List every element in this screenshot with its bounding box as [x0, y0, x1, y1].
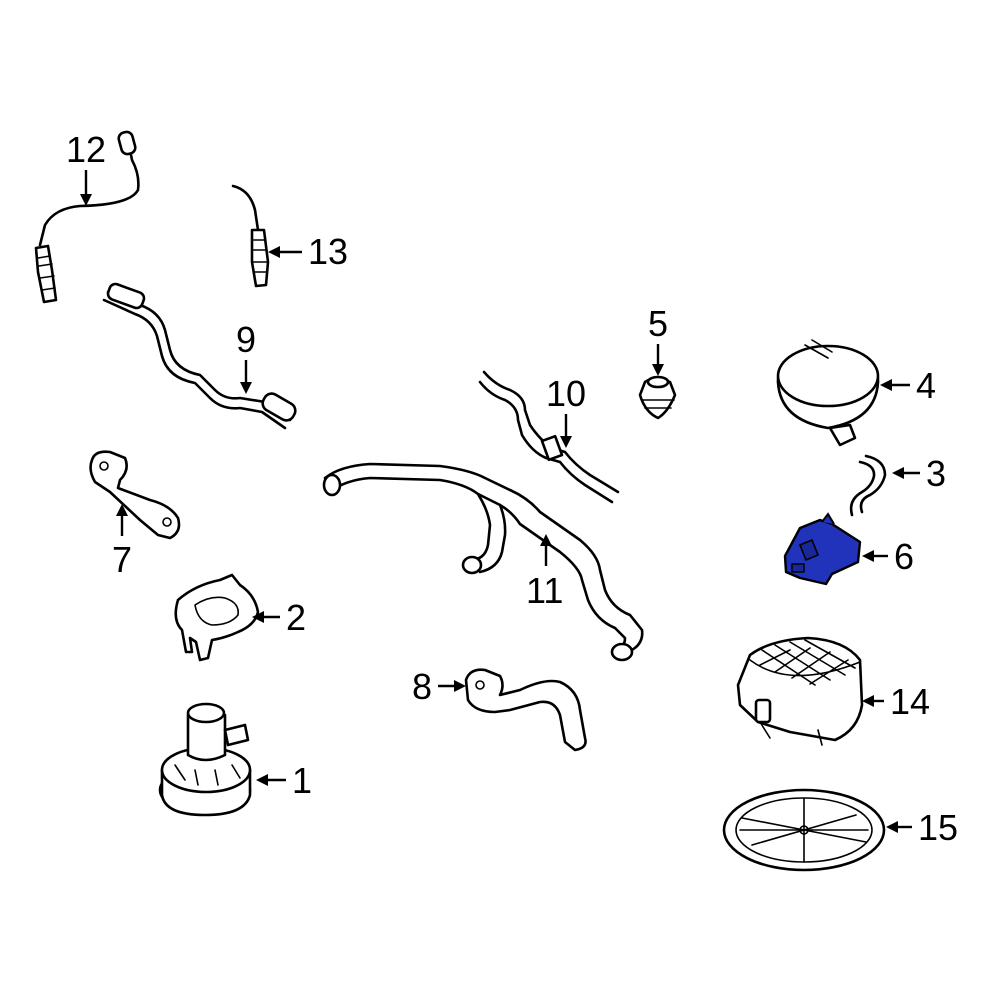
- callout-2-label: 2: [286, 597, 306, 638]
- part-11-hose[interactable]: [322, 462, 644, 662]
- callout-10: 10: [546, 373, 586, 448]
- part-3-hose[interactable]: [849, 454, 887, 517]
- part-2-gasket[interactable]: [174, 573, 260, 662]
- part-5-check-valve[interactable]: [638, 375, 677, 420]
- callout-13: 13: [268, 231, 348, 272]
- part-14-filter-housing[interactable]: [736, 636, 864, 746]
- callout-2: 2: [252, 597, 306, 638]
- callout-13-label: 13: [308, 231, 348, 272]
- part-6-bracket-highlighted[interactable]: [783, 512, 862, 586]
- callout-4: 4: [880, 365, 936, 406]
- callout-10-label: 10: [546, 373, 586, 414]
- callout-9-label: 9: [236, 319, 256, 360]
- callout-7: 7: [112, 504, 132, 580]
- callout-3-label: 3: [926, 453, 946, 494]
- callout-14-label: 14: [890, 681, 930, 722]
- part-6-body: [783, 518, 862, 586]
- part-15-filter-gasket[interactable]: [722, 788, 886, 872]
- callout-11-label: 11: [526, 570, 563, 611]
- callout-1-label: 1: [292, 760, 312, 801]
- callout-3: 3: [892, 453, 946, 494]
- callout-14: 14: [862, 681, 930, 722]
- part-10-hose[interactable]: [478, 370, 620, 504]
- callout-6-label: 6: [894, 536, 914, 577]
- callout-8: 8: [412, 666, 466, 707]
- callout-7-label: 7: [112, 539, 132, 580]
- part-9-air-pipe[interactable]: [102, 282, 298, 430]
- callout-5-label: 5: [648, 303, 668, 344]
- callout-12-label: 12: [66, 129, 106, 170]
- part-7-flange-pipe[interactable]: [89, 450, 181, 540]
- part-1-air-pump[interactable]: [158, 702, 252, 817]
- callout-6: 6: [862, 536, 914, 577]
- callout-15: 15: [886, 807, 958, 848]
- part-8-elbow-pipe[interactable]: [464, 668, 587, 752]
- callout-4-label: 4: [916, 365, 936, 406]
- callout-1: 1: [256, 760, 312, 801]
- callout-8-label: 8: [412, 666, 432, 707]
- callout-5: 5: [648, 303, 668, 376]
- callout-11: 11: [526, 534, 563, 611]
- part-4-reservoir[interactable]: [776, 339, 880, 447]
- callout-15-label: 15: [918, 807, 958, 848]
- callout-9: 9: [236, 319, 256, 394]
- callout-12: 12: [66, 129, 106, 206]
- part-12-oxygen-sensor[interactable]: [34, 130, 140, 304]
- part-13-oxygen-sensor[interactable]: [231, 184, 270, 288]
